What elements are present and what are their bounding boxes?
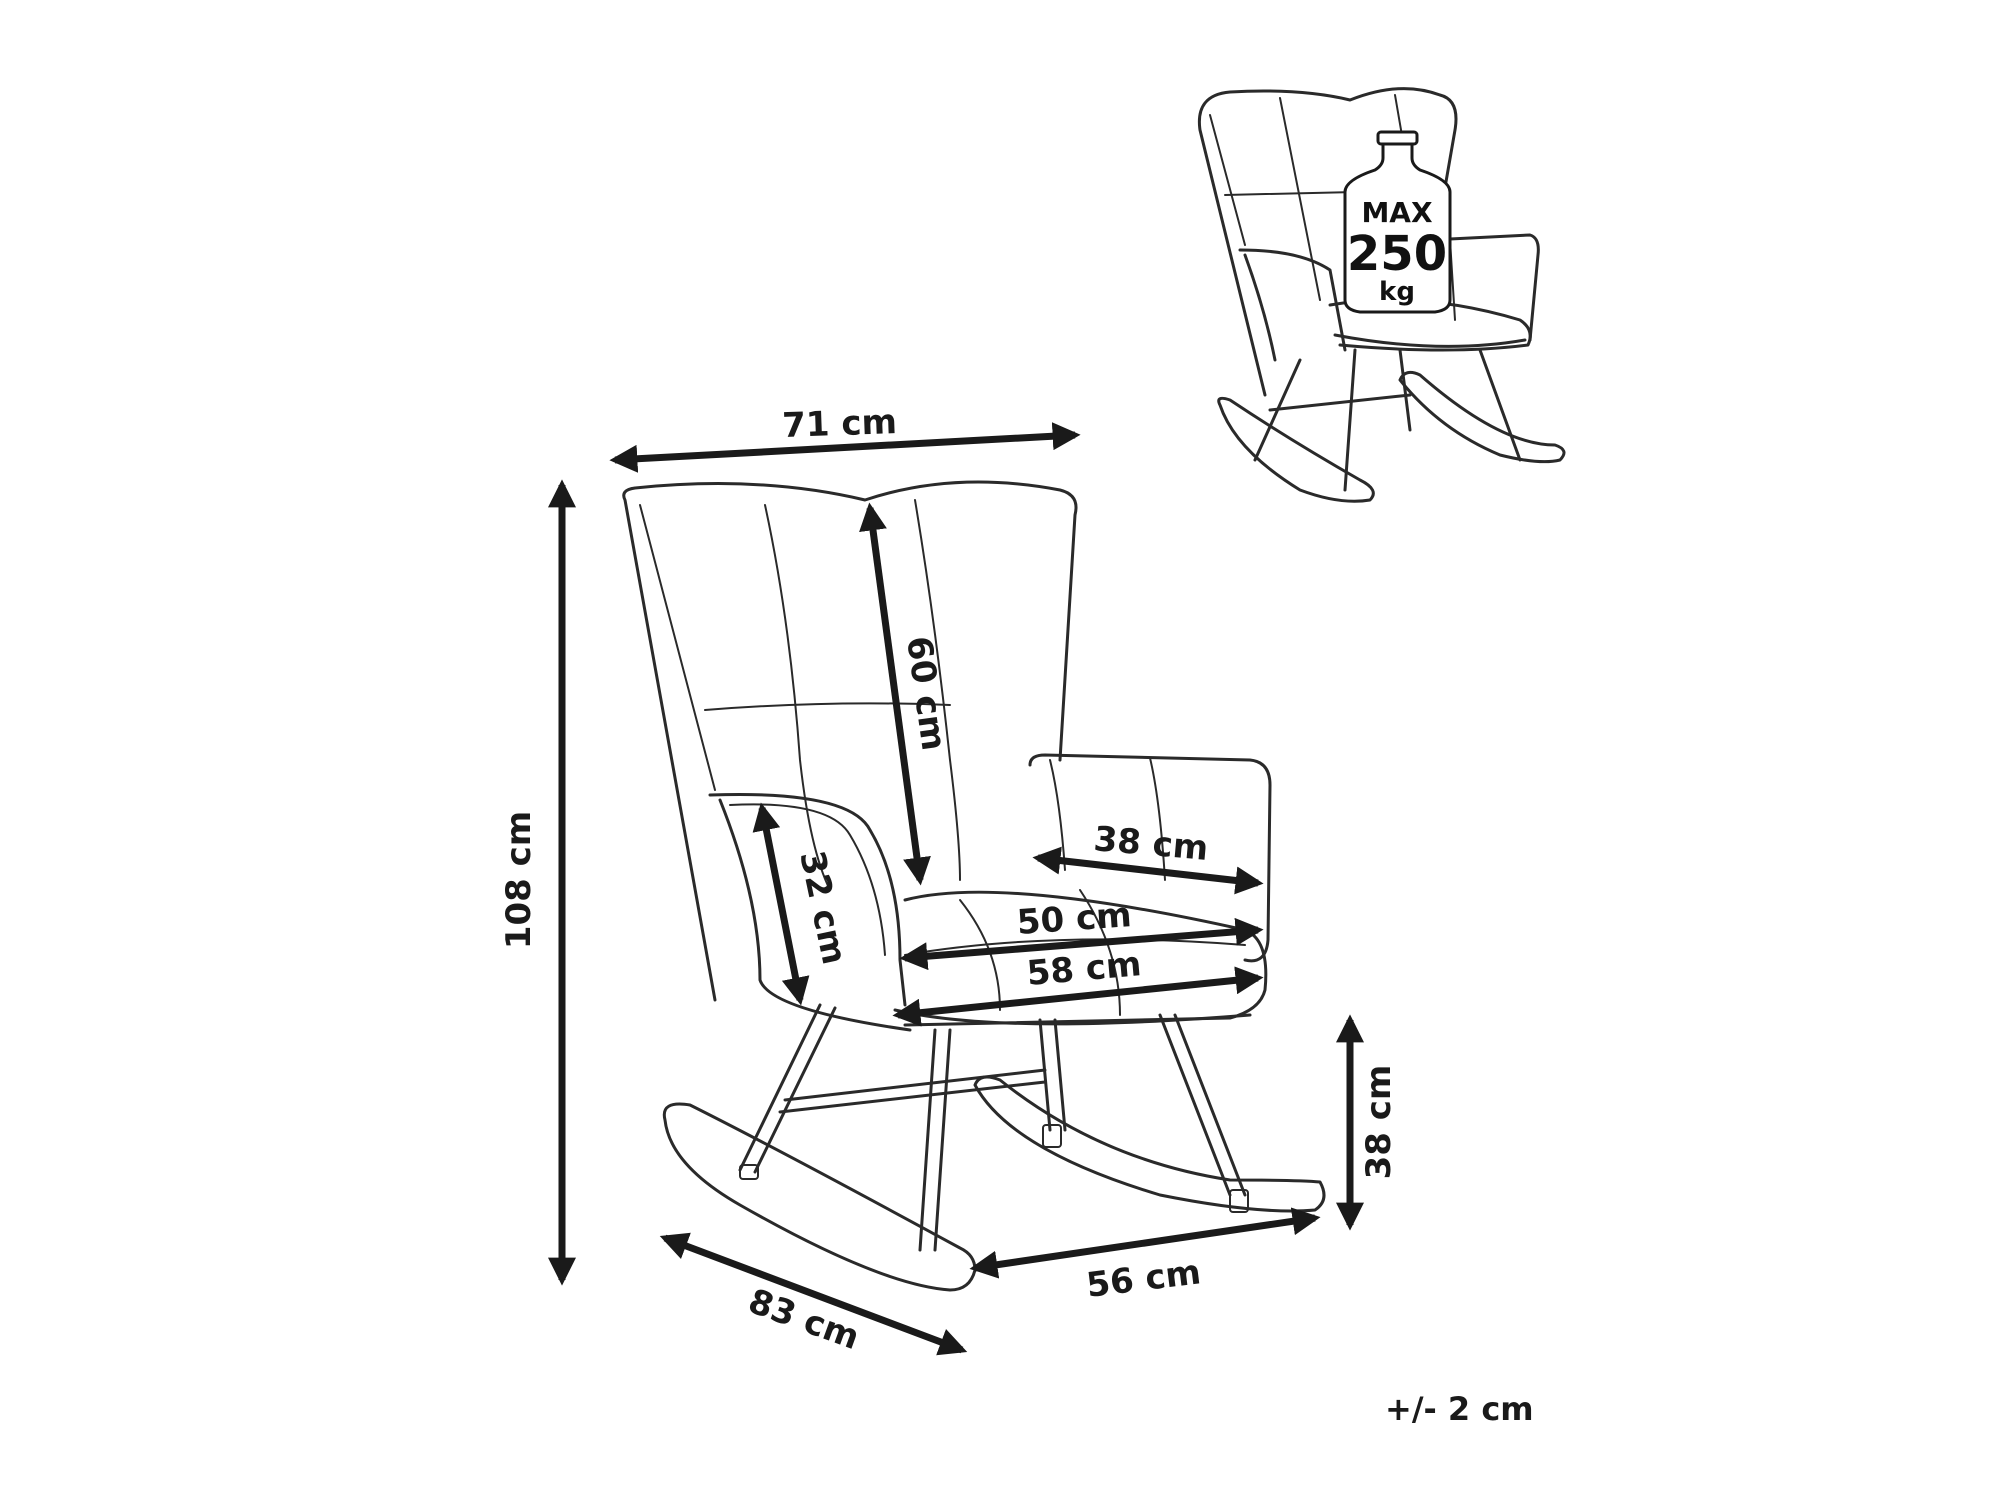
badge-line-max: MAX xyxy=(1361,196,1433,229)
tolerance-note: +/- 2 cm xyxy=(1385,1390,1534,1428)
label-seat-width: 58 cm xyxy=(1025,944,1143,994)
width-arrow xyxy=(609,422,1081,473)
depth-arrow xyxy=(659,1232,968,1356)
dimension-arrows xyxy=(548,422,1364,1356)
rocker-width-arrow xyxy=(969,1207,1321,1279)
label-armrest-depth: 38 cm xyxy=(1092,819,1210,869)
load-capacity-illustration: MAX 250 kg xyxy=(1197,87,1566,503)
seat-depth-arrow xyxy=(899,917,1264,971)
label-armrest-height: 32 cm xyxy=(791,847,854,968)
backrest-height-arrow xyxy=(859,502,931,886)
armrest-depth-arrow xyxy=(1032,846,1264,895)
label-rocker-width: 56 cm xyxy=(1084,1252,1203,1306)
label-seat-height: 38 cm xyxy=(1359,1065,1399,1180)
label-seat-depth: 50 cm xyxy=(1016,895,1133,943)
label-width: 71 cm xyxy=(782,402,898,446)
armrest-height-arrow xyxy=(752,802,810,1006)
label-height: 108 cm xyxy=(499,811,539,949)
label-backrest-height: 60 cm xyxy=(898,634,954,753)
seat-width-arrow xyxy=(892,966,1264,1027)
badge-line-unit: kg xyxy=(1379,277,1415,307)
badge-line-weight: 250 xyxy=(1347,226,1447,282)
main-chair-illustration xyxy=(622,480,1326,1292)
